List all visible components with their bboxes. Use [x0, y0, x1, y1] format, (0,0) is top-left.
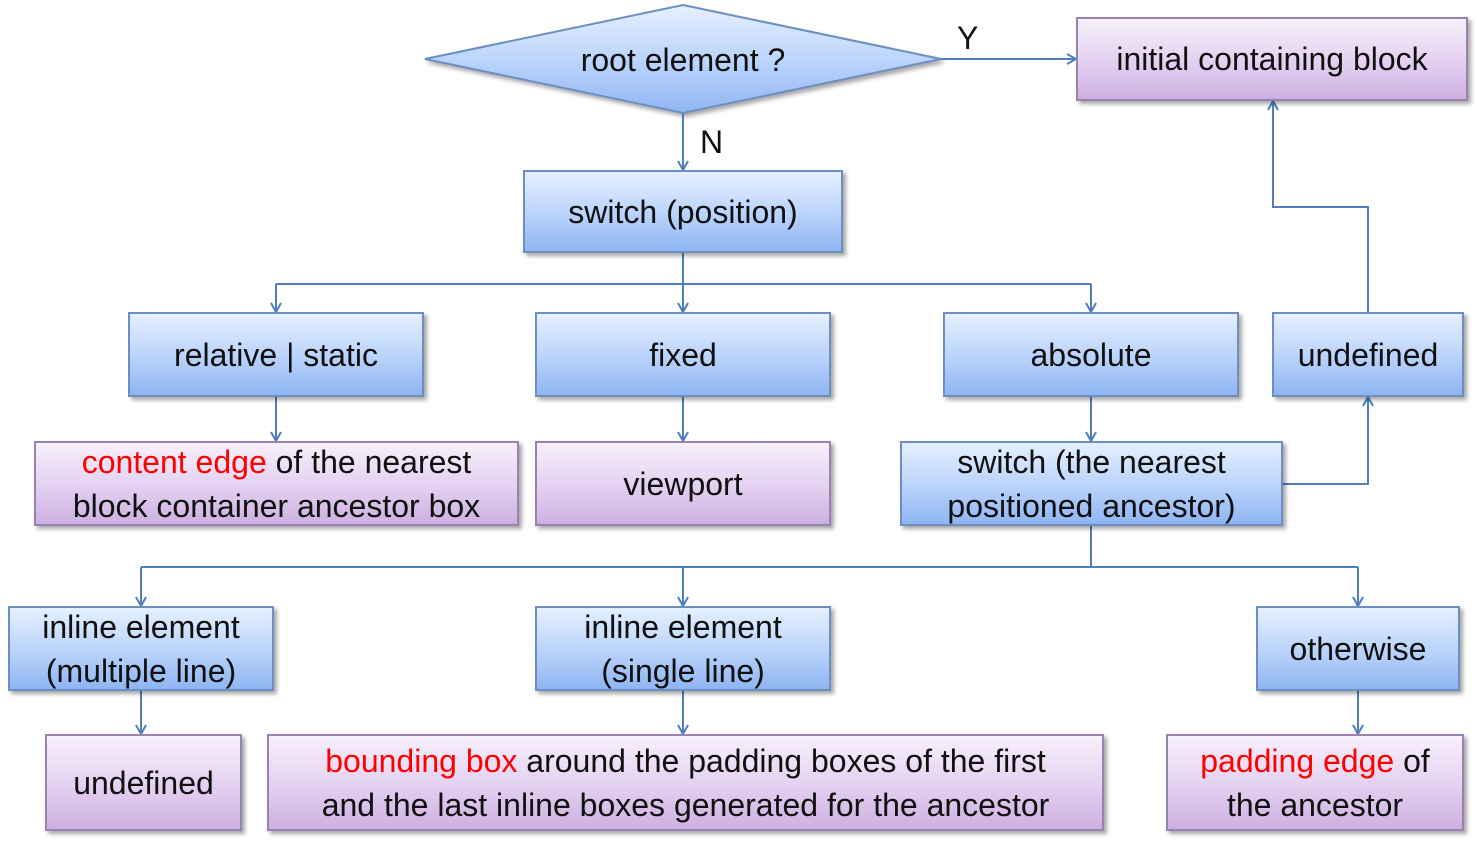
switch-position-label: switch (position): [568, 193, 798, 230]
content-edge-highlight: content edge: [81, 443, 267, 480]
padding-edge-line1: padding edge of: [1200, 739, 1430, 783]
absolute-label: absolute: [1030, 336, 1152, 373]
switch-ancestor-line1: switch (the nearest: [957, 443, 1226, 480]
switch-ancestor-box: switch (the nearest positioned ancestor): [900, 441, 1283, 526]
otherwise-label: otherwise: [1289, 630, 1427, 667]
viewport-box: viewport: [535, 441, 831, 526]
inline-multiple-line1: inline element: [42, 608, 240, 645]
relative-static-box: relative | static: [128, 312, 424, 397]
undefined-top-label: undefined: [1297, 336, 1439, 373]
bounding-box-box: bounding box around the padding boxes of…: [267, 734, 1104, 831]
inline-single-line1: inline element: [584, 608, 782, 645]
relative-static-label: relative | static: [174, 336, 378, 373]
decision-label: root element ?: [580, 42, 786, 78]
bounding-box-line1: bounding box around the padding boxes of…: [325, 739, 1046, 783]
otherwise-box: otherwise: [1256, 606, 1460, 691]
inline-multiple-line2: (multiple line): [45, 652, 237, 689]
bounding-box-line2: and the last inline boxes generated for …: [321, 786, 1050, 823]
edge-label-no: N: [700, 124, 724, 160]
switch-ancestor-line2: positioned ancestor): [947, 487, 1236, 524]
padding-edge-line2: the ancestor: [1226, 786, 1404, 823]
viewport-label: viewport: [623, 465, 743, 502]
absolute-box: absolute: [943, 312, 1239, 397]
content-edge-box: content edge of the nearest block contai…: [34, 441, 519, 526]
initial-containing-block-label: initial containing block: [1116, 41, 1428, 77]
padding-edge-rest: of: [1394, 742, 1430, 779]
content-edge-line2: block container ancestor box: [72, 487, 481, 524]
fixed-box: fixed: [535, 312, 831, 397]
bounding-box-rest: around the padding boxes of the first: [517, 742, 1046, 779]
edge-undefined-to-icb: [1273, 101, 1369, 312]
undefined-top-box: undefined: [1272, 312, 1464, 397]
padding-edge-box: padding edge of the ancestor: [1166, 734, 1464, 831]
content-edge-line1: content edge of the nearest: [82, 440, 472, 484]
inline-single-line2: (single line): [601, 652, 765, 689]
undefined-bottom-box: undefined: [45, 734, 242, 831]
inline-single-box: inline element (single line): [535, 606, 831, 691]
inline-multiple-box: inline element (multiple line): [8, 606, 274, 691]
padding-edge-highlight: padding edge: [1200, 742, 1395, 779]
switch-position-box: switch (position): [523, 170, 843, 253]
initial-containing-block-box: initial containing block: [1076, 17, 1468, 101]
undefined-bottom-label: undefined: [73, 764, 214, 801]
bounding-box-highlight: bounding box: [325, 742, 518, 779]
fixed-label: fixed: [649, 336, 717, 373]
edge-switch-to-undefined: [1283, 397, 1368, 485]
content-edge-rest: of the nearest: [266, 443, 472, 480]
edge-label-yes: Y: [957, 20, 979, 56]
